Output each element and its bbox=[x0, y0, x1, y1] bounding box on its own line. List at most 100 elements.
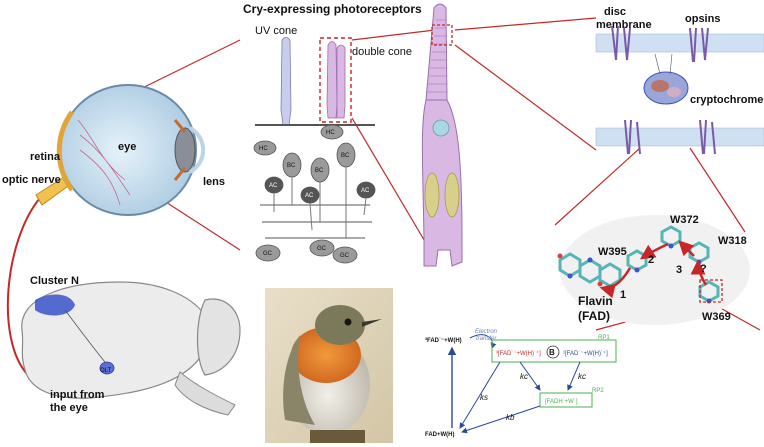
radical-pair-scheme: ³FAD˙⁻+W(H) FAD+W(H) Electron transfer R… bbox=[425, 329, 617, 438]
robin-head bbox=[315, 305, 365, 345]
gc-cell-1 bbox=[255, 244, 281, 262]
w372-label: W372 bbox=[670, 214, 699, 226]
flavin-label-line1: Flavin bbox=[578, 294, 613, 308]
step-1-label: 1 bbox=[620, 289, 626, 301]
bilayer-top bbox=[595, 33, 764, 53]
retinal-vessels bbox=[77, 119, 131, 206]
step-q-label: ? bbox=[700, 263, 707, 275]
double-cone-highlight-box bbox=[319, 37, 352, 123]
protein-structure: W372 W395 W318 W369 Flavin (FAD) 1 2 3 ? bbox=[557, 214, 750, 325]
rp1-right-state: ¹[FAD˙⁻+W(H)˙⁺] bbox=[563, 350, 608, 357]
cell-label-hc-1: HC bbox=[259, 146, 268, 152]
cryptochrome-patch bbox=[667, 87, 681, 97]
disc-stack bbox=[427, 19, 447, 93]
kb-label: kb bbox=[506, 413, 515, 422]
uv-cone-cell bbox=[280, 37, 292, 126]
disc-label-line1: disc bbox=[604, 6, 626, 18]
membrane-top bbox=[595, 25, 764, 63]
electron-transfer-arrows bbox=[599, 240, 708, 299]
cryptochrome-tethers bbox=[654, 53, 673, 75]
cell-label-ac-2: AC bbox=[305, 193, 314, 199]
olt-region bbox=[99, 361, 115, 375]
robin-wing bbox=[283, 335, 315, 425]
cell-label-ac-3: AC bbox=[361, 188, 370, 194]
inner-segment bbox=[421, 99, 463, 267]
w318-label: W318 bbox=[718, 235, 747, 247]
step-3-label: 3 bbox=[676, 264, 682, 276]
input-label-line1: input from bbox=[50, 389, 105, 401]
cell-label-hc-2: HC bbox=[326, 130, 335, 136]
cell-label-bc-2: BC bbox=[315, 168, 324, 174]
rp1-box bbox=[491, 339, 617, 363]
robin-perch bbox=[310, 430, 365, 443]
b-field-circle bbox=[546, 345, 560, 359]
retina-label: retina bbox=[30, 151, 61, 163]
photoreceptor-cell bbox=[421, 3, 463, 267]
uv-cone-label: UV cone bbox=[255, 25, 297, 37]
electron-transfer-label-line1: Electron bbox=[475, 329, 498, 335]
arrow-step-3 bbox=[678, 240, 695, 257]
opsin-helices-1 bbox=[611, 25, 631, 61]
nucleus-2 bbox=[444, 172, 460, 218]
bottom-state: FAD+W(H) bbox=[425, 432, 455, 438]
opsin-helices-4 bbox=[699, 119, 716, 155]
oil-droplet bbox=[432, 119, 450, 137]
kb-arrow bbox=[461, 405, 541, 434]
cell-label-gc-3: GC bbox=[340, 253, 350, 259]
cell-bodies bbox=[253, 124, 376, 264]
membrane-bottom bbox=[595, 119, 764, 155]
connector-cone-top bbox=[351, 29, 436, 41]
hc-cell-1 bbox=[253, 140, 277, 156]
disc-highlight-box bbox=[431, 24, 453, 46]
ks-arrow bbox=[459, 361, 501, 429]
retina-cell-diagram: UV cone double cone HC HC BC BC BC AC AC… bbox=[253, 25, 412, 264]
nucleus-1 bbox=[424, 172, 440, 218]
cell-label-gc-2: GC bbox=[317, 246, 327, 252]
w395-ring bbox=[626, 249, 648, 272]
arrow-step-2 bbox=[639, 242, 669, 260]
kc-right-label: kc bbox=[578, 372, 586, 381]
iris bbox=[173, 119, 187, 181]
connector-cry-to-protein-right bbox=[689, 147, 746, 233]
cryptochrome-label: cryptochrome bbox=[690, 94, 763, 106]
brain-stem bbox=[174, 371, 236, 416]
cornea bbox=[188, 126, 206, 174]
w318-ring bbox=[688, 241, 710, 264]
w395-label: W395 bbox=[598, 246, 627, 258]
lens-shape bbox=[174, 127, 196, 173]
cell-label-bc-3: BC bbox=[341, 153, 350, 159]
rp2-label: RP2 bbox=[592, 388, 604, 394]
figure-title: Cry-expressing photoreceptors bbox=[243, 2, 422, 16]
nitrogen-atoms bbox=[567, 243, 712, 304]
brain-illustration: Cluster N OLT input from the eye bbox=[21, 275, 241, 416]
cell-label-gc-1: GC bbox=[263, 251, 273, 257]
membrane-panel: disc membrane opsins cryptochrome bbox=[595, 6, 764, 155]
disc-label-line2: membrane bbox=[596, 19, 652, 31]
bilayer-bottom bbox=[595, 127, 764, 147]
olt-label: OLT bbox=[100, 368, 112, 374]
connector-cone-bottom bbox=[351, 117, 431, 251]
b-field-label: B bbox=[549, 348, 555, 357]
eye-illustration: eye retina optic nerve lens bbox=[2, 84, 225, 216]
kc-right-arrow bbox=[567, 361, 581, 391]
arrow-step-1 bbox=[599, 267, 632, 299]
w369-label: W369 bbox=[702, 311, 731, 323]
gc-cell-3 bbox=[332, 246, 358, 264]
connector-outer-to-membrane-top bbox=[454, 17, 597, 31]
kc-left-label: kc bbox=[520, 372, 528, 381]
eye-label: eye bbox=[118, 141, 136, 153]
arrow-step-q bbox=[690, 259, 708, 286]
cell-processes bbox=[273, 167, 367, 238]
connector-outer-to-membrane-bottom bbox=[454, 44, 597, 151]
robin-photo bbox=[265, 288, 393, 443]
flavin-label-line2: (FAD) bbox=[578, 309, 610, 323]
retina-layer bbox=[56, 110, 75, 192]
hc-cell-2 bbox=[320, 124, 344, 140]
w369-highlight-box bbox=[699, 279, 723, 303]
inner-plexiform-layers bbox=[260, 204, 372, 239]
robin-eye bbox=[344, 318, 352, 326]
rp1-left-state: ³[FAD˙⁻+W(H)˙⁺] bbox=[496, 350, 541, 357]
kc-left-arrow bbox=[519, 361, 541, 391]
